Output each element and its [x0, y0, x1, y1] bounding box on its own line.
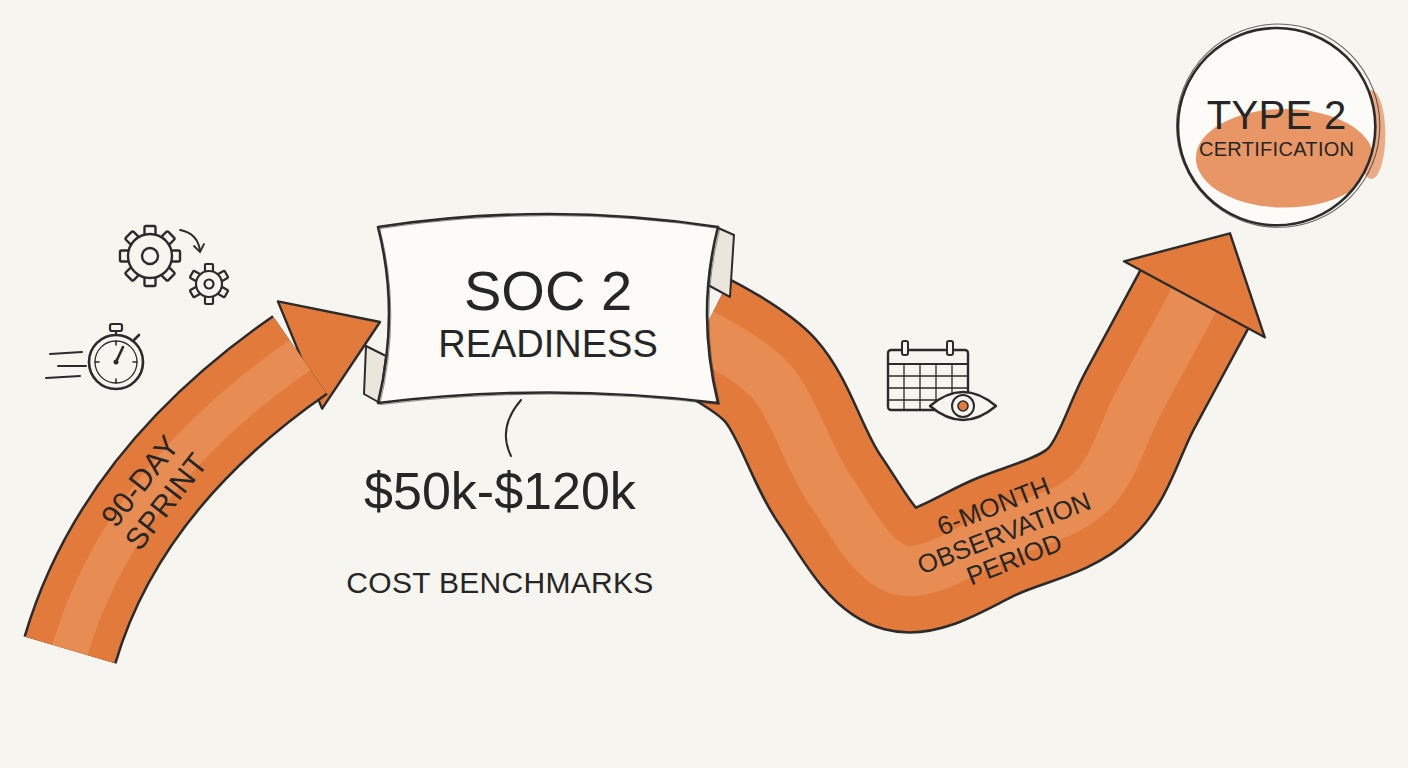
rotation-arrow [180, 230, 204, 252]
certification-badge: TYPE 2 CERTIFICATION [1170, 20, 1383, 233]
badge-text: TYPE 2 CERTIFICATION [1191, 92, 1363, 161]
band-wash [70, 355, 300, 650]
banner-sketch [380, 216, 720, 405]
readiness-banner: SOC 2 READINESS [370, 205, 726, 420]
calendar-icon [919, 364, 920, 410]
calendar-icon [888, 363, 968, 365]
speed-lines [50, 352, 82, 354]
readiness-banner-outline [370, 205, 726, 420]
banner-fold [364, 346, 386, 403]
calendar-icon [947, 341, 953, 355]
stopwatch-icon [89, 335, 143, 389]
cost-range: $50k-$120k [320, 462, 680, 522]
calendar-icon [888, 375, 968, 376]
cost-caption: COST BENCHMARKS [320, 566, 680, 601]
stopwatch-icon [133, 361, 137, 363]
gear-icon [128, 234, 172, 278]
gear-icon-small [196, 271, 222, 297]
observation-band [702, 233, 1265, 571]
band-outline [70, 355, 300, 650]
eye-icon [930, 392, 996, 420]
banner-outline [378, 214, 718, 403]
stopwatch-icon [89, 324, 143, 389]
speed-lines [46, 352, 86, 378]
certification-badge-outline [1170, 20, 1383, 233]
band-outline [702, 299, 1194, 571]
sprint-arrowhead [278, 301, 380, 408]
sprint-band-outline [40, 300, 300, 680]
banner-title: SOC 2 READINESS [418, 260, 678, 365]
gear-icon [120, 226, 180, 286]
band-wash [702, 299, 1194, 571]
label-holder: COST BENCHMARKS [320, 566, 680, 601]
badge-sketch [1177, 24, 1380, 227]
speed-lines [46, 376, 80, 378]
eye-icon [952, 395, 974, 417]
calendar-icon [888, 387, 968, 388]
gear-icon-small [190, 264, 229, 304]
stopwatch-icon [115, 341, 117, 345]
rotation-arrow [194, 244, 204, 252]
badge-wash [1357, 90, 1385, 179]
arrowhead [278, 301, 380, 408]
speed-lines [58, 365, 86, 367]
stopwatch-icon [95, 361, 99, 363]
text-holder: 90-DAY SPRINT [83, 416, 221, 567]
edge-label-holder: 6-MONTH OBSERVATION PERIOD [896, 457, 1114, 610]
arrowhead [1124, 233, 1265, 337]
band-text: 90-DAY SPRINT [83, 416, 221, 567]
calendar-icon [902, 341, 908, 355]
stopwatch-icon [95, 341, 137, 383]
band-fill [70, 355, 300, 650]
leader-line [506, 400, 521, 456]
band-fill [702, 299, 1194, 571]
badge-ground [1178, 28, 1375, 225]
text-holder: TYPE 2 CERTIFICATION [1170, 20, 1383, 233]
sprint-band: 90-DAY SPRINT [40, 300, 300, 680]
eye-icon [958, 401, 968, 411]
badge-wash [1196, 109, 1374, 208]
banner-fold [708, 227, 734, 297]
rotation-arrow [180, 230, 200, 250]
stopwatch-icon [134, 335, 139, 340]
gear-icon-small [205, 280, 214, 289]
eye-icon [930, 392, 996, 420]
calendar-icon [903, 364, 904, 410]
edge-label: 6-MONTH OBSERVATION PERIOD [896, 457, 1114, 610]
text-holder: SOC 2 READINESS [370, 205, 726, 420]
label-holder: $50k-$120k [320, 462, 680, 522]
stopwatch-icon [114, 360, 119, 365]
badge-outline [1178, 28, 1375, 225]
stopwatch-icon [115, 379, 117, 383]
gear-icon [142, 248, 158, 264]
